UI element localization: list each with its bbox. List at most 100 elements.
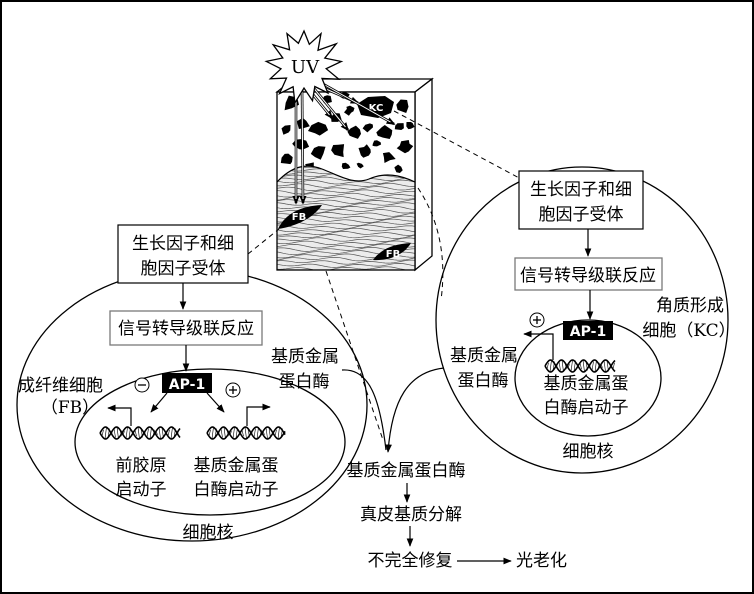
keratinocyte-shape <box>357 96 394 118</box>
fibroblast-ap1-box <box>162 373 212 393</box>
collagen-fiber <box>277 227 415 233</box>
helix-strand <box>206 426 286 440</box>
collagen-fiber <box>277 205 415 211</box>
helix-rung <box>104 427 107 439</box>
minus-circle-icon <box>134 377 150 393</box>
uv-rays <box>292 78 396 205</box>
keratinocyte-mmp-promoter-line-2: 白酶启动子 <box>544 398 629 418</box>
fibroblast-mmp-promoter-line-2: 白酶启动子 <box>194 480 279 500</box>
keratinocyte-signaling-box <box>514 257 663 291</box>
plus-circle-icon <box>225 382 241 398</box>
fb-label-1: FB <box>292 212 306 223</box>
epidermal-cell-blob <box>394 164 403 173</box>
epidermal-cell-blob <box>308 121 329 136</box>
epidermal-cell-blob <box>344 105 355 116</box>
keratinocyte-mmp-output-line-1: 基质金属 <box>450 346 518 366</box>
collagen-fiber <box>277 221 415 227</box>
uv-label: UV <box>291 57 320 78</box>
helix-rung <box>265 427 268 439</box>
collagen-fiber <box>277 182 415 188</box>
procollagen-promoter-line-1: 前胶原 <box>116 456 167 476</box>
helix-rung <box>113 428 116 438</box>
incomplete-repair-label: 不完全修复 <box>368 551 453 571</box>
keratinocyte-mmp-dna-helix-icon <box>544 359 616 373</box>
uv-ray-core <box>311 85 346 128</box>
dashed-link-block-to-keratinocyte <box>417 187 444 301</box>
matrix-degradation-label: 真皮基质分解 <box>360 505 462 525</box>
helix-rung <box>549 360 552 372</box>
fibroblast-cell-name-line-2: （FB） <box>41 398 99 418</box>
fibroblast-shape-2 <box>373 243 411 261</box>
epidermal-cell-blob <box>396 99 409 113</box>
helix-rung <box>223 427 226 439</box>
collagen-fiber <box>277 263 415 268</box>
keratinocyte-ap1-box <box>563 321 613 340</box>
procollagen-promoter-line-2: 启动子 <box>116 480 167 500</box>
uv-ray-arrow <box>299 85 307 205</box>
helix-strand <box>544 359 616 373</box>
fibroblast-mmp-output-line-1: 基质金属 <box>271 347 339 367</box>
epidermal-cell-blob <box>347 125 361 139</box>
fibroblast-nucleus-label: 细胞核 <box>183 523 234 543</box>
collagen-fiber <box>277 256 415 262</box>
ap1-activate-mmp-arrow <box>206 392 225 413</box>
epidermal-cell-blob <box>376 125 393 139</box>
collagen-fiber <box>277 192 415 198</box>
keratinocyte-receptor-box <box>518 170 644 230</box>
kc-label: KC <box>369 103 384 114</box>
uv-starburst-icon <box>264 29 344 105</box>
helix-rung <box>211 427 214 439</box>
epidermal-cell-blob <box>281 125 291 135</box>
keratinocyte-nucleus <box>514 319 662 437</box>
collagen-fiber <box>277 224 415 230</box>
helix-rung <box>570 360 573 372</box>
collagen-fiber <box>277 234 415 239</box>
dashed-link-block-to-mmp <box>325 270 384 441</box>
collagen-fiber <box>277 202 415 208</box>
collagen-fiber <box>277 237 415 242</box>
epidermis-layer <box>280 92 415 173</box>
keratinocyte-cell: 生长因子和细 胞因子受体 信号转导级联反应 AP-1 角质形成 细胞（KC） 基… <box>435 166 736 474</box>
dashed-link-kc-to-keratinocyte-receptor <box>393 110 522 180</box>
fibroblast-mmp-promoter-line-1: 基质金属蛋 <box>194 456 279 476</box>
uv-ray-arrow <box>315 78 396 126</box>
helix-rung <box>603 360 606 372</box>
collagen-fiber <box>277 189 415 195</box>
collagen-fiber <box>277 230 415 236</box>
helix-strand <box>99 426 181 440</box>
collagen-fiber <box>277 243 415 249</box>
epidermal-cell-blob <box>394 123 404 130</box>
fibroblast-nucleus <box>74 368 346 516</box>
collagen-fiber <box>277 266 415 270</box>
photoaging-label: 光老化 <box>516 551 567 571</box>
keratinocyte-mmp-promoter-arrow <box>523 330 554 360</box>
helix-rung <box>594 360 597 372</box>
helix-rung <box>158 427 161 439</box>
helix-rung <box>137 427 140 439</box>
keratinocyte-receptor-line-1: 生长因子和细 <box>530 180 632 200</box>
collagen-fiber <box>277 179 415 185</box>
epidermal-cell-blob <box>362 123 373 133</box>
dashed-link-fb-to-fibroblast-receptor <box>247 228 280 255</box>
fibroblast-ap1-label: AP-1 <box>169 377 205 393</box>
fibroblast-signaling-label: 信号转导级联反应 <box>118 319 254 339</box>
helix-rung <box>591 361 594 371</box>
keratinocyte-signaling-label: 信号转导级联反应 <box>520 266 656 286</box>
epidermal-cell-blob <box>310 146 326 160</box>
skin-block-front-outline <box>276 91 416 271</box>
mmp-label: 基质金属蛋白酶 <box>347 461 466 481</box>
helix-rung <box>232 427 235 439</box>
fibroblast-receptor-line-1: 生长因子和细 <box>132 234 234 254</box>
skin-block-side-face <box>414 77 433 272</box>
procollagen-dna-helix-icon <box>99 426 181 440</box>
keratinocyte-receptor-line-2: 胞因子受体 <box>539 205 624 225</box>
keratinocyte-cell-name-line-2: 细胞（KC） <box>642 321 735 341</box>
fibroblast-mmp-output-line-2: 蛋白酶 <box>279 372 330 392</box>
helix-rung <box>146 428 149 438</box>
uv-source: UV <box>264 29 344 105</box>
helix-rung <box>561 360 564 372</box>
fibroblast-signaling-box <box>109 310 263 346</box>
plus-circle-icon <box>529 312 545 328</box>
keratinocyte-ap1-label: AP-1 <box>570 324 606 340</box>
